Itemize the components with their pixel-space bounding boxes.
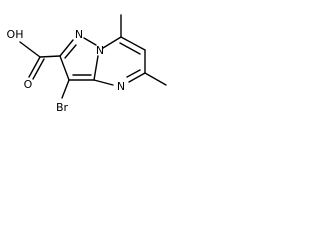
bond-c2-n1-double-a (59, 39, 74, 57)
atom-label-o: O (24, 78, 33, 91)
bond-c5-n4-double-a (128, 72, 146, 83)
molecule-diagram: OH O N N N Br (0, 0, 192, 131)
atom-label-n-lower: N (117, 80, 125, 93)
bond-c-o-double-a (28, 56, 41, 78)
bond-n1-n-bridge (83, 37, 97, 46)
bond-c-o-double-b (32, 58, 45, 80)
atom-label-br: Br (56, 101, 69, 114)
bond-c3-br (61, 79, 70, 99)
bond-n-bridge-c7 (102, 36, 122, 49)
bond-c3a-n-bridge (93, 55, 99, 81)
bond-c5-n4-double-b (126, 69, 141, 78)
bond-c7-c6-double-a (120, 36, 146, 51)
bond-c-ring (39, 55, 61, 58)
atom-label-oh: OH (7, 28, 24, 41)
bond-n4-c3a (93, 79, 114, 86)
bond-c5-methyl (144, 72, 167, 86)
atom-label-n-bridge: N (96, 44, 104, 57)
bond-c2-n1-double-b (64, 44, 77, 59)
structure-svg: OH O N N N Br (7, 14, 167, 114)
bond-c2-c3 (59, 55, 70, 81)
atom-label-n-top: N (75, 28, 83, 41)
bond-c7-c6-double-b (119, 42, 141, 55)
bond-oh-c (19, 41, 41, 58)
